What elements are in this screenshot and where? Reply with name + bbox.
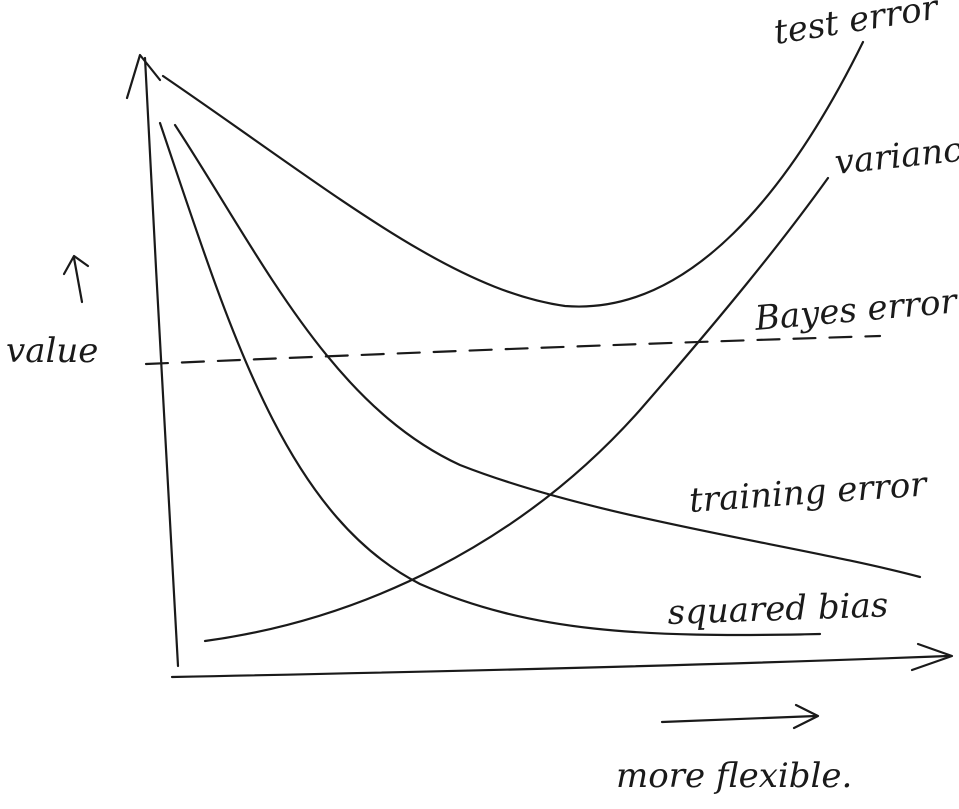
test-error-label: test error [771, 0, 942, 53]
y-axis-arrowhead [125, 53, 162, 100]
squared-bias-curve [158, 121, 822, 637]
y-label-arrow [62, 254, 90, 304]
squared-bias-label: squared bias [667, 585, 889, 633]
x-label-arrow [660, 703, 820, 730]
bayes-error-line [144, 334, 882, 366]
training-error-curve [173, 123, 922, 579]
test-error-curve [161, 40, 865, 308]
x-axis-label: more flexible. [616, 756, 852, 796]
y-axis-line [143, 56, 180, 668]
variance-curve [203, 176, 830, 643]
variance-label: variance [833, 128, 959, 183]
y-axis-label: value [6, 331, 98, 371]
training-error-label: training error [688, 464, 930, 521]
bayes-error-label: Bayes error [752, 281, 959, 339]
x-axis-arrowhead [910, 642, 954, 672]
x-axis-line [170, 654, 950, 679]
